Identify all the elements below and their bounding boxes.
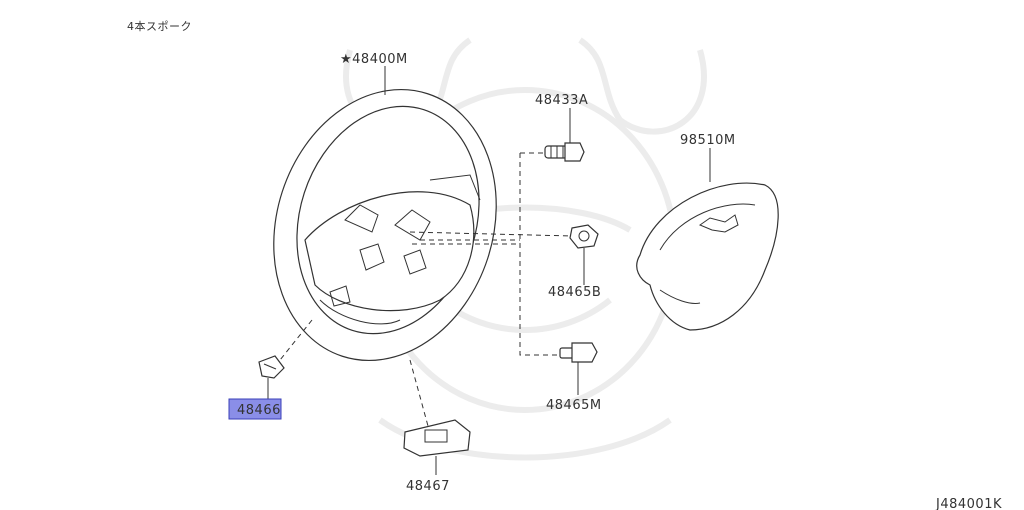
leader-lines <box>267 66 711 475</box>
steering-wheel[interactable] <box>240 60 531 389</box>
drawing-id: J484001K <box>935 497 1002 510</box>
label-98510m[interactable]: 98510M <box>680 133 736 148</box>
label-48400m[interactable]: ★48400M <box>340 52 408 67</box>
label-48466[interactable]: 48466 <box>237 403 281 418</box>
airbag-98510m[interactable] <box>636 182 779 331</box>
label-48465m[interactable]: 48465M <box>546 398 602 413</box>
label-48433a[interactable]: 48433A <box>535 93 588 108</box>
assembly-lines <box>279 152 573 427</box>
switch-48466[interactable] <box>258 355 285 379</box>
nut-48465b[interactable] <box>569 224 599 249</box>
bolt-48433a[interactable] <box>544 142 585 162</box>
screw-48465m[interactable] <box>559 342 598 363</box>
spoke-note: 4本スポーク <box>127 19 192 33</box>
cover-48467[interactable] <box>403 419 471 457</box>
highlight-box <box>228 398 282 420</box>
label-48465b[interactable]: 48465B <box>548 285 601 300</box>
label-48467[interactable]: 48467 <box>406 479 450 494</box>
